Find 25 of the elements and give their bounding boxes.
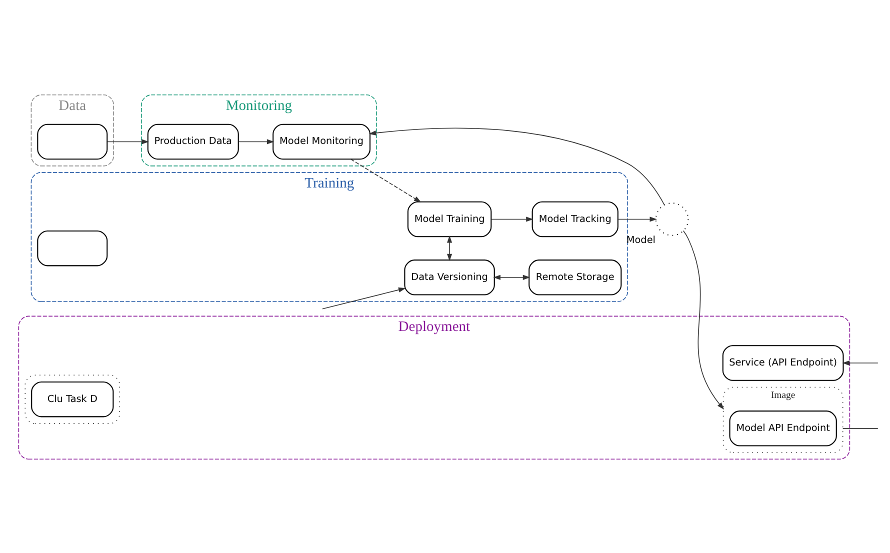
arrow: [617, 216, 657, 222]
arrow: [492, 274, 530, 280]
cluster: Data: [30, 94, 114, 166]
cluster: [24, 374, 120, 424]
node-box: Service (API Endpoint): [722, 344, 844, 380]
arrow: [842, 360, 878, 366]
arrow: [446, 235, 452, 261]
arrow: [106, 138, 148, 144]
node-box: Model Training: [406, 200, 492, 237]
arrow: [490, 216, 533, 222]
node-box: Production Data: [146, 123, 238, 160]
node-box: Model Monitoring: [272, 123, 370, 160]
arrow: [238, 138, 274, 144]
node-box: Remote Storage: [528, 259, 622, 295]
node-box: Model API Endpoint: [728, 410, 836, 446]
node-box: Model Tracking: [531, 200, 618, 237]
arrow: [368, 127, 664, 205]
node-label: Model: [626, 234, 655, 246]
node-circle: [654, 202, 688, 236]
node-box: [36, 230, 108, 266]
node-box: Clu Task D: [30, 380, 114, 417]
arrow: [322, 286, 406, 309]
arrow: [682, 230, 724, 410]
node-box: [36, 123, 108, 160]
node-box: Data Versioning: [404, 259, 494, 295]
